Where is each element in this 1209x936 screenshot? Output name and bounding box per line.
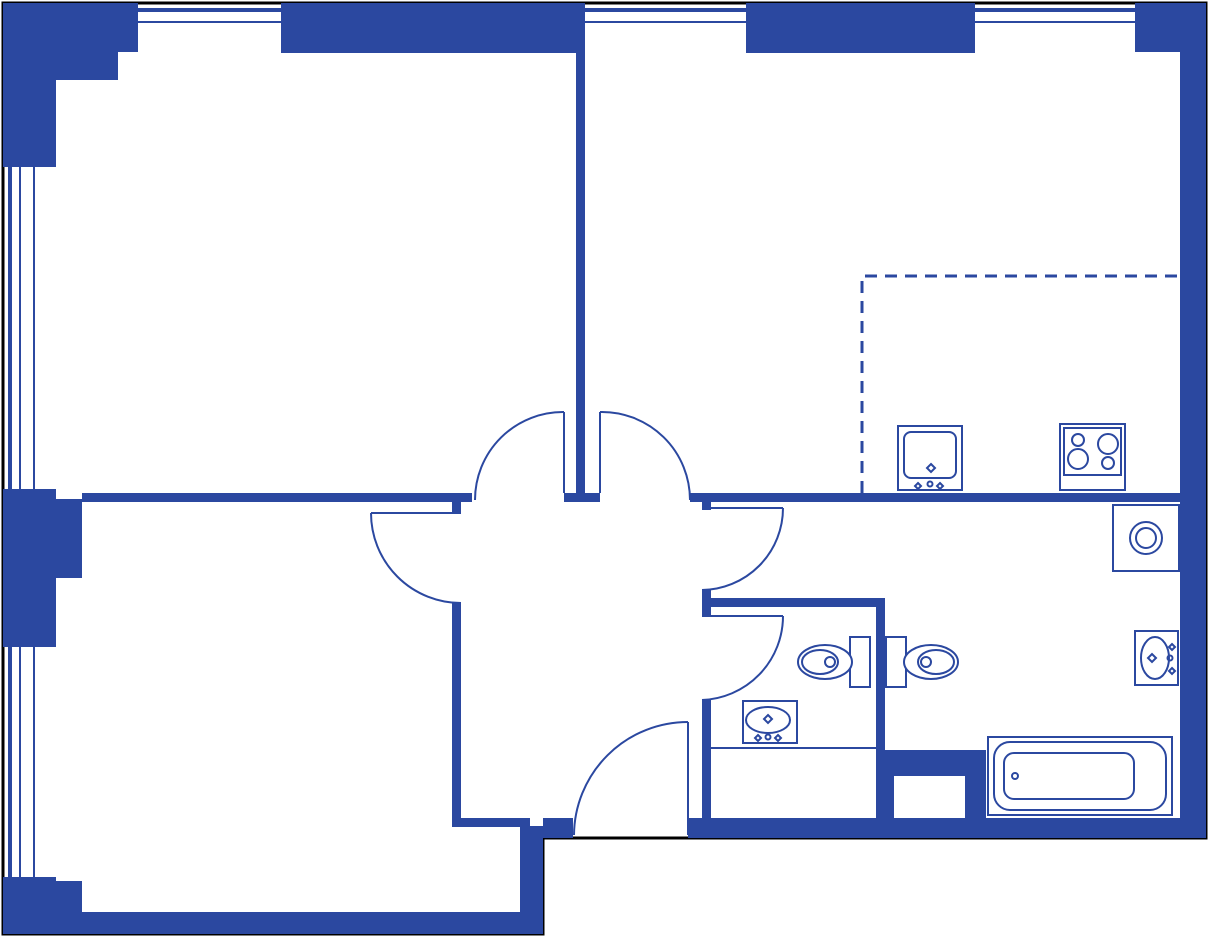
window-top-right xyxy=(975,8,1135,23)
door-bedroom-bottom-left[interactable] xyxy=(370,512,462,604)
door-toilet[interactable] xyxy=(701,615,784,701)
interior-walls xyxy=(82,53,1180,827)
toilet-right xyxy=(885,636,959,688)
door-laundry[interactable] xyxy=(701,507,784,591)
exterior-walls xyxy=(3,3,1206,934)
door-bedroom-top-left[interactable] xyxy=(474,410,565,501)
washbasin-bathroom xyxy=(1134,630,1179,686)
window-left-lower xyxy=(8,647,35,877)
door-living-room[interactable] xyxy=(599,410,691,501)
window-top-left xyxy=(138,8,281,23)
window-top-middle xyxy=(585,8,746,23)
window-left-upper xyxy=(8,167,35,489)
bathtub xyxy=(987,736,1173,816)
washing-machine xyxy=(1112,504,1180,572)
cooktop xyxy=(1059,423,1126,491)
door-entrance[interactable] xyxy=(573,721,689,836)
utility-shaft xyxy=(894,776,965,816)
kitchen-sink xyxy=(897,425,963,491)
toilet-left xyxy=(797,636,871,688)
washbasin-toilet xyxy=(742,700,798,744)
kitchen-zone-outline xyxy=(860,274,1180,493)
